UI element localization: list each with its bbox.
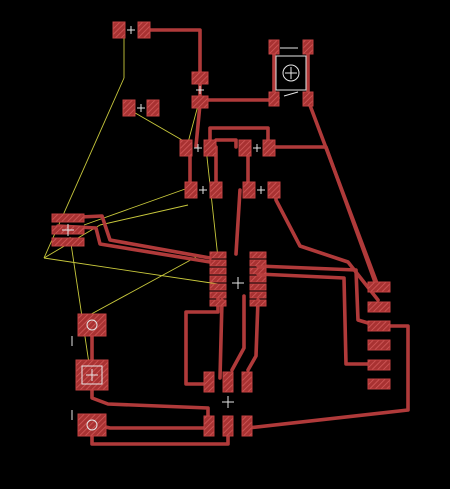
pad[interactable] xyxy=(242,181,256,199)
pad[interactable] xyxy=(249,267,267,275)
pad[interactable] xyxy=(51,237,85,247)
pad[interactable] xyxy=(249,291,267,299)
pad[interactable] xyxy=(241,415,253,437)
pad[interactable] xyxy=(238,139,252,157)
pad[interactable] xyxy=(302,39,314,55)
pad[interactable] xyxy=(203,139,217,157)
pad[interactable] xyxy=(249,259,267,267)
pad[interactable] xyxy=(267,181,281,199)
pads-layer xyxy=(51,21,391,437)
pad[interactable] xyxy=(268,39,280,55)
pad[interactable] xyxy=(191,71,209,85)
pad[interactable] xyxy=(262,139,276,157)
pad[interactable] xyxy=(209,283,227,291)
pad[interactable] xyxy=(203,371,215,393)
pad[interactable] xyxy=(179,139,193,157)
pad[interactable] xyxy=(302,91,314,107)
pad[interactable] xyxy=(367,320,391,332)
pad[interactable] xyxy=(241,371,253,393)
pad[interactable] xyxy=(146,99,160,117)
pad[interactable] xyxy=(112,21,126,39)
pad[interactable] xyxy=(367,339,391,351)
pad[interactable] xyxy=(209,251,227,259)
pad[interactable] xyxy=(209,259,227,267)
pad[interactable] xyxy=(367,281,391,293)
pad[interactable] xyxy=(191,95,209,109)
pad[interactable] xyxy=(122,99,136,117)
pad[interactable] xyxy=(203,415,215,437)
pad[interactable] xyxy=(222,371,234,393)
pad[interactable] xyxy=(209,299,227,307)
pad[interactable] xyxy=(249,283,267,291)
pad[interactable] xyxy=(367,378,391,390)
pad[interactable] xyxy=(367,359,391,371)
pad[interactable] xyxy=(209,267,227,275)
pad[interactable] xyxy=(184,181,198,199)
pad[interactable] xyxy=(77,313,107,337)
pad[interactable] xyxy=(249,251,267,259)
pad[interactable] xyxy=(249,275,267,283)
pad[interactable] xyxy=(268,91,280,107)
pad[interactable] xyxy=(51,213,85,223)
pad[interactable] xyxy=(209,181,223,199)
pad[interactable] xyxy=(222,415,234,437)
pad[interactable] xyxy=(137,21,151,39)
pad[interactable] xyxy=(367,301,391,313)
pad[interactable] xyxy=(77,413,107,437)
silkscreen-layer xyxy=(62,26,307,420)
pad[interactable] xyxy=(249,299,267,307)
pad[interactable] xyxy=(209,275,227,283)
pad[interactable] xyxy=(209,291,227,299)
